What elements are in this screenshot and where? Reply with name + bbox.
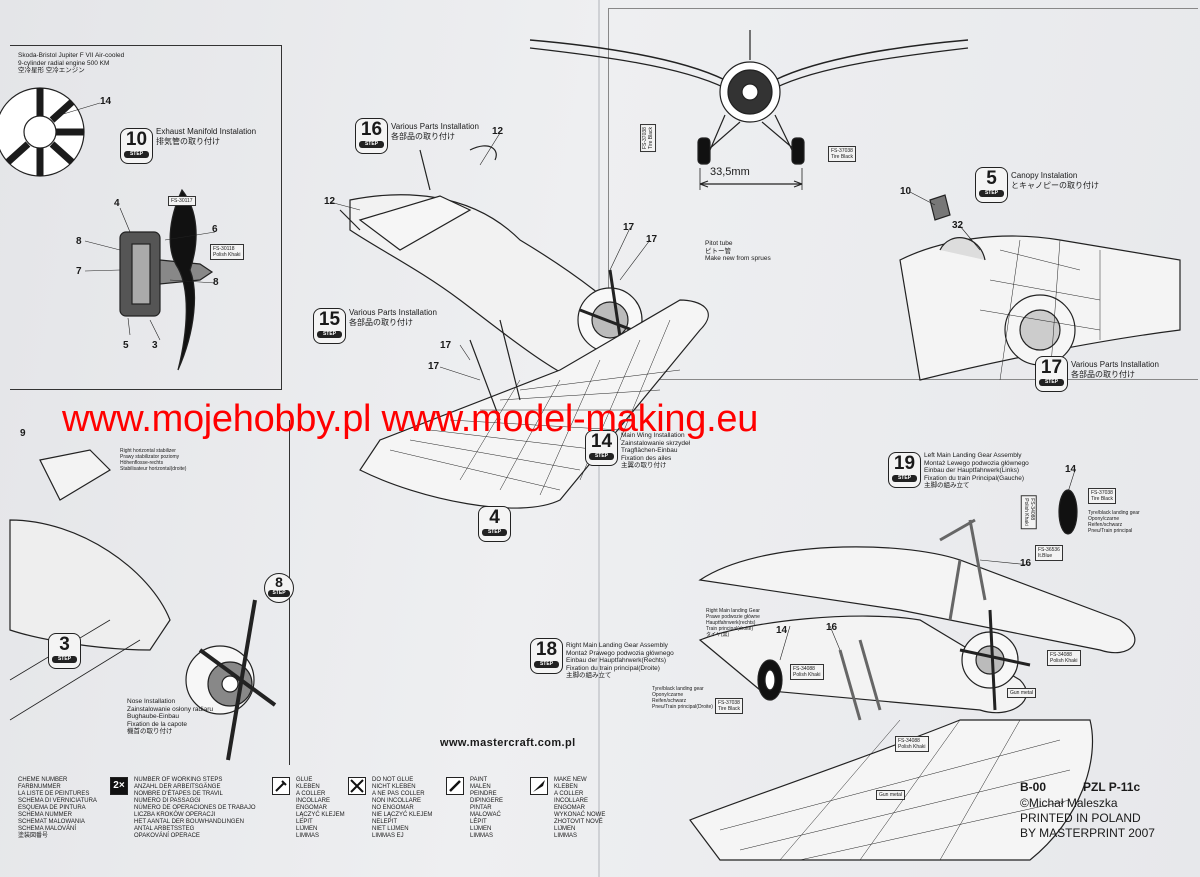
legend-working-steps: NUMBER OF WORKING STEPS ANZAHL DER ARBEI… — [134, 777, 256, 839]
step-10-title: Exhaust Manifold Instalation 排気管の取り付け — [156, 127, 257, 146]
front-view-drawing — [529, 30, 969, 190]
paint-code: FS-34088 Polish Khaki — [790, 664, 824, 680]
part-number: 9 — [20, 428, 26, 439]
step-19-title: Left Main Landing Gear Assembly Montaż L… — [924, 452, 1029, 489]
part-number: 17 — [646, 234, 658, 245]
gear-note-right: Right Main landing Gear Prawe podwozie g… — [706, 608, 760, 638]
legend-paint: PAINT MALEN PEINDRE DIPINGERE PINTAR MAL… — [470, 777, 504, 839]
gear-note-left: Tyre/black landing gear Opony/czarne Rei… — [1088, 510, 1140, 534]
part-number: 17 — [428, 361, 440, 372]
part-number: 6 — [212, 224, 218, 235]
part-number: 12 — [324, 196, 336, 207]
sheet-code: B-00 — [1020, 780, 1047, 794]
step-17-title: Various Parts Installation 各部品の取り付け — [1071, 360, 1159, 379]
part-number: 5 — [123, 340, 129, 351]
knife-icon — [530, 777, 548, 795]
paint-code: Gun metal — [876, 790, 906, 800]
credits-text: ©Michał Maleszka PRINTED IN POLAND BY MA… — [1020, 796, 1155, 840]
step-14-title: Main Wing Installation Zainstalowanie sk… — [621, 432, 691, 469]
part-number: 14 — [100, 96, 112, 107]
nose-installation-title: Nose Installation Zainstalowanie osłony … — [127, 698, 213, 735]
no-glue-icon — [348, 777, 366, 795]
part-number: 8 — [213, 277, 219, 288]
part-number: 7 — [76, 266, 82, 277]
part-number: 4 — [114, 198, 120, 209]
step-16-title: Various Parts Installation 各部品の取り付け — [391, 122, 479, 141]
part-number: 14 — [1065, 464, 1077, 475]
step-18-title: Right Main Landing Gear Assembly Montaż … — [566, 642, 674, 679]
part-number: 12 — [492, 126, 504, 137]
tyre-note: Tyre/black landing gear Opony/czarne Rei… — [652, 686, 713, 710]
model-name: PZL P-11c — [1083, 780, 1141, 794]
website-url: www.mastercraft.com.pl — [440, 737, 576, 749]
part-number: 14 — [776, 625, 788, 636]
legend-scheme-number: CHEME NUMBER FARBNUMMER LA LISTE DE PEIN… — [18, 777, 97, 839]
paint-code: FS-30118 Polish Khaki — [210, 244, 244, 260]
part-number: 10 — [900, 186, 912, 197]
nose-drawing — [9, 449, 277, 761]
paint-code: FS-34088 Polish Khaki — [1020, 495, 1037, 529]
legend-make-new: MAKE NEW KLEBEN A COLLER INCOLLARE ENGOM… — [554, 777, 606, 839]
canopy-drawing — [899, 194, 1181, 381]
paint-code: Gun metal — [1007, 688, 1037, 698]
part-number: 17 — [623, 222, 635, 233]
paint-code: FS-37038 Tire Black — [640, 123, 657, 153]
aircraft-top-drawing — [339, 145, 709, 509]
part-number: 32 — [952, 220, 964, 231]
part-number: 8 — [76, 236, 82, 247]
paint-code: FS-30117 — [168, 196, 196, 206]
part-number: 16 — [1020, 558, 1032, 569]
pitot-note: Pitot tube ピトー管 Make new from sprues — [705, 240, 771, 262]
step-5-title: Canopy Instalation とキャノピーの取り付け — [1011, 171, 1099, 190]
paint-code: FS-37038 Tire Black — [715, 698, 744, 714]
paint-code: FS-36536 It.Blue — [1035, 545, 1063, 561]
paint-code: FS-37038 Tire Black — [828, 146, 857, 162]
steps-count-icon: 2× — [110, 777, 128, 795]
engine-side-drawing — [119, 188, 214, 371]
stabilizer-note: Right horizontal stabilizer Prawy stabil… — [120, 448, 187, 472]
engine-front-drawing — [0, 87, 85, 177]
watermark-text: www.mojehobby.pl www.model-making.eu — [62, 398, 759, 440]
part-number: 17 — [440, 340, 452, 351]
paint-code: FS-34088 Polish Khaki — [1047, 650, 1081, 666]
engine-detail-panel — [10, 45, 282, 390]
legend-glue: GLUE KLEBEN A COLLER INCOLLARE ENGOMAR L… — [296, 777, 345, 839]
legend-do-not-glue: DO NOT GLUE NICHT KLEBEN A NE PAS COLLER… — [372, 777, 433, 839]
step-15-title: Various Parts Installation 各部品の取り付け — [349, 308, 437, 327]
part-number: 3 — [152, 340, 158, 351]
engine-note: Skoda-Bristol Jupiter F VII Air-cooled 9… — [18, 52, 125, 74]
paint-brush-icon — [446, 777, 464, 795]
front-view-panel — [608, 8, 1198, 380]
paint-code: FS-37038 Tire Black — [1088, 488, 1117, 504]
leader-lines — [59, 102, 1076, 661]
paint-code: FS-34088 Polish Khaki — [895, 736, 929, 752]
dimension-label: 33,5mm — [710, 166, 750, 178]
glue-icon — [272, 777, 290, 795]
part-number: 16 — [826, 622, 838, 633]
